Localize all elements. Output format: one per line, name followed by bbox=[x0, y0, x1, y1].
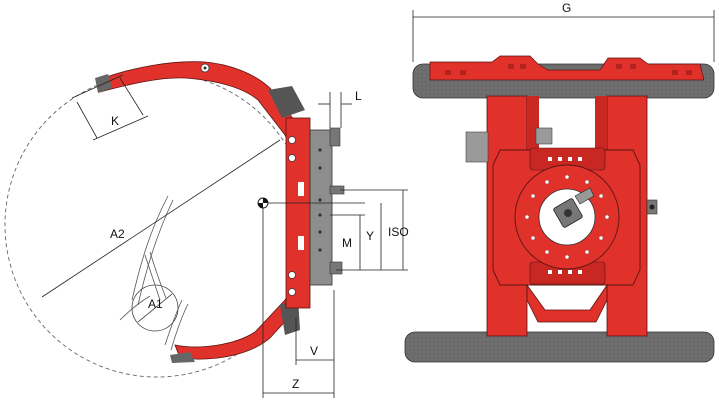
dimension-a1-line bbox=[137, 293, 173, 323]
carriage-hook-top bbox=[329, 127, 341, 147]
label-y: Y bbox=[366, 229, 374, 243]
dimension-k bbox=[71, 74, 149, 141]
dimension-g bbox=[412, 10, 715, 62]
upper-arm-pad bbox=[268, 86, 305, 118]
side-view: K A2 A1 L M Y ISO bbox=[4, 61, 409, 398]
dimension-v bbox=[295, 290, 335, 365]
column-slot-2 bbox=[298, 236, 304, 250]
center-upright-left bbox=[527, 96, 539, 156]
dimension-l bbox=[318, 92, 352, 128]
dimension-z bbox=[262, 208, 335, 398]
rotator-top-holes bbox=[548, 157, 582, 161]
label-m: M bbox=[342, 236, 352, 250]
rotator-motor bbox=[553, 187, 595, 228]
label-l: L bbox=[355, 89, 362, 103]
carriage-fixings bbox=[318, 148, 322, 252]
label-a2: A2 bbox=[110, 227, 125, 241]
top-arm-slots bbox=[445, 64, 692, 75]
carriage-plate bbox=[309, 129, 333, 286]
lower-cross-frame bbox=[526, 283, 608, 323]
pivot-bolt-3 bbox=[288, 271, 296, 279]
pivot-bolt-2 bbox=[288, 154, 296, 162]
right-side-fitting bbox=[646, 199, 658, 215]
center-upright-right bbox=[595, 96, 607, 156]
rotator-bolt-ring bbox=[524, 174, 610, 260]
alternate-arm-outlines bbox=[119, 195, 189, 351]
arm-pivot-top-inner bbox=[203, 66, 207, 70]
rotator-bottom-holes bbox=[548, 270, 582, 274]
center-of-gravity-marker bbox=[257, 197, 269, 209]
pivot-bolt-1 bbox=[288, 136, 296, 144]
left-side-tab bbox=[535, 127, 553, 145]
label-k: K bbox=[111, 114, 119, 128]
label-iso: ISO bbox=[388, 225, 409, 239]
dimension-m-y-iso bbox=[268, 189, 408, 271]
label-g: G bbox=[562, 1, 571, 15]
top-arm-red bbox=[429, 55, 705, 81]
carriage-hook-bottom bbox=[329, 261, 343, 275]
pivot-bolt-4 bbox=[288, 288, 296, 296]
bottom-pad bbox=[404, 331, 715, 363]
left-side-plate bbox=[465, 131, 489, 163]
dimension-a2-line bbox=[41, 139, 281, 298]
label-v: V bbox=[310, 344, 318, 358]
front-view: G bbox=[404, 1, 715, 363]
label-a1: A1 bbox=[148, 297, 163, 311]
frame-column bbox=[285, 117, 311, 309]
label-z: Z bbox=[292, 377, 299, 391]
lower-arm-grey-tip bbox=[170, 352, 195, 363]
column-slot-1 bbox=[298, 182, 304, 196]
